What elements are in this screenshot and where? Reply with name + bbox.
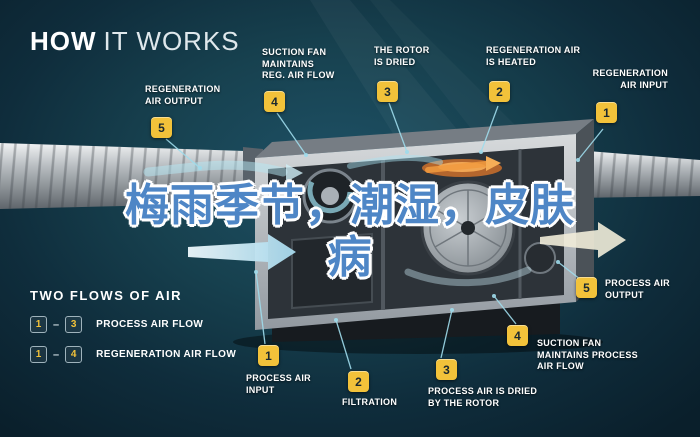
chinese-overlay-text: 梅雨季节，潮湿，皮肤 病 (0, 180, 700, 284)
badge-3: 3 (377, 81, 398, 103)
callout-regeneration-air-heated: REGENERATION AIR IS HEATED 2 (486, 45, 581, 103)
rotor-part (420, 180, 516, 276)
light-beams (310, 0, 470, 145)
process-air-inlet-arrow (188, 234, 296, 270)
overlay-line-1: 梅雨季节，潮湿，皮肤 (125, 180, 575, 231)
legend-badge-from: 1 (30, 346, 47, 363)
air-flows (143, 154, 626, 287)
callout-label: FILTRATION (342, 397, 398, 407)
badge-1: 1 (258, 345, 279, 366)
callout-process-air-input: 1 PROCESS AIR INPUT (246, 345, 311, 396)
dehumidifier-unit (233, 119, 603, 354)
legend-row-process: 1 – 3 PROCESS AIR FLOW (30, 316, 203, 333)
title-bold: HOW (30, 26, 97, 56)
callout-regeneration-air-output: REGENERATION AIR OUTPUT 5 (145, 84, 221, 139)
callout-suction-fan-reg: SUCTION FAN MAINTAINS REG. AIR FLOW 4 (262, 47, 335, 113)
badge-5: 5 (151, 117, 172, 139)
callout-label: PROCESS AIR INPUT (246, 373, 311, 395)
legend-badge-to: 3 (65, 316, 83, 333)
callout-process-air-output: 5 PROCESS AIR OUTPUT (576, 277, 670, 301)
callout-label: REGENERATION AIR IS HEATED (486, 45, 581, 67)
callout-label: SUCTION FAN MAINTAINS REG. AIR FLOW (262, 47, 335, 81)
badge-4: 4 (264, 91, 285, 113)
callout-rotor-dried: THE ROTOR IS DRIED 3 (374, 45, 430, 103)
legend-badge-to: 4 (65, 346, 83, 363)
badge-4: 4 (507, 325, 528, 346)
process-air-outlet-arrow (540, 222, 626, 258)
callout-regeneration-air-input: REGENERATION AIR INPUT 1 (586, 68, 668, 124)
legend-dash: – (53, 318, 60, 331)
badge-2: 2 (489, 81, 510, 103)
callout-label: SUCTION FAN MAINTAINS PROCESS AIR FLOW (537, 338, 638, 372)
callout-label: PROCESS AIR OUTPUT (605, 278, 670, 300)
legend-label: REGENERATION AIR FLOW (96, 349, 237, 360)
legend-label: PROCESS AIR FLOW (96, 319, 204, 330)
leader-lines (165, 102, 604, 370)
badge-3: 3 (436, 359, 457, 380)
callout-label: PROCESS AIR IS DRIED BY THE ROTOR (428, 386, 538, 408)
callout-label: REGENERATION AIR INPUT (592, 68, 668, 90)
legend-row-regeneration: 1 – 4 REGENERATION AIR FLOW (30, 346, 236, 363)
legend-badge-from: 1 (30, 316, 47, 333)
legend-heading: TWO FLOWS OF AIR (30, 288, 183, 303)
badge-5: 5 (576, 277, 597, 298)
callout-label: REGENERATION AIR OUTPUT (145, 84, 221, 106)
legend-dash: – (53, 348, 60, 361)
badge-2: 2 (348, 371, 369, 392)
callout-process-air-dried: 3 PROCESS AIR IS DRIED BY THE ROTOR (428, 359, 537, 409)
badge-1: 1 (596, 102, 617, 124)
title-light: IT WORKS (103, 26, 240, 56)
suction-fan-reg-part (302, 168, 358, 224)
callout-filtration: 2 FILTRATION (342, 371, 397, 409)
callout-suction-fan-process: 4 SUCTION FAN MAINTAINS PROCESS AIR FLOW (507, 325, 638, 373)
callout-label: THE ROTOR IS DRIED (374, 45, 430, 67)
overlay-line-2: 病 (327, 231, 373, 283)
